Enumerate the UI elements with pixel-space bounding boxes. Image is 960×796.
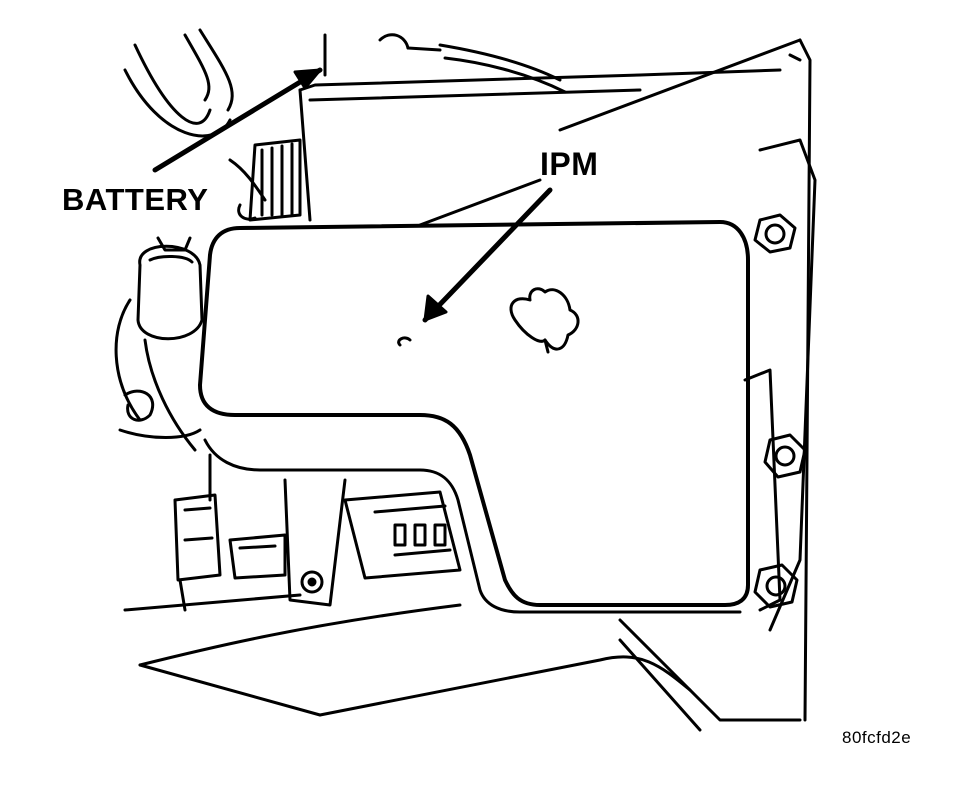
battery-arrow xyxy=(152,67,323,173)
battery-cable xyxy=(237,138,302,222)
right-bracket xyxy=(618,38,817,732)
ipm-knob xyxy=(509,287,580,354)
bolt-bottom xyxy=(753,563,799,609)
reservoir-cap xyxy=(114,236,204,452)
bolt-top xyxy=(753,213,797,254)
lower-panel xyxy=(138,655,692,717)
lower-bracket xyxy=(283,478,347,607)
ipm-label: IPM xyxy=(540,146,599,182)
figure-code: 80fcfd2e xyxy=(842,728,912,747)
battery xyxy=(298,33,802,227)
bolt-middle xyxy=(763,433,807,479)
ipm-arrow xyxy=(397,187,553,347)
ipm-cover xyxy=(198,220,750,614)
left-connectors xyxy=(118,389,462,667)
battery-label: BATTERY xyxy=(62,182,209,217)
fuse-block xyxy=(343,490,462,580)
